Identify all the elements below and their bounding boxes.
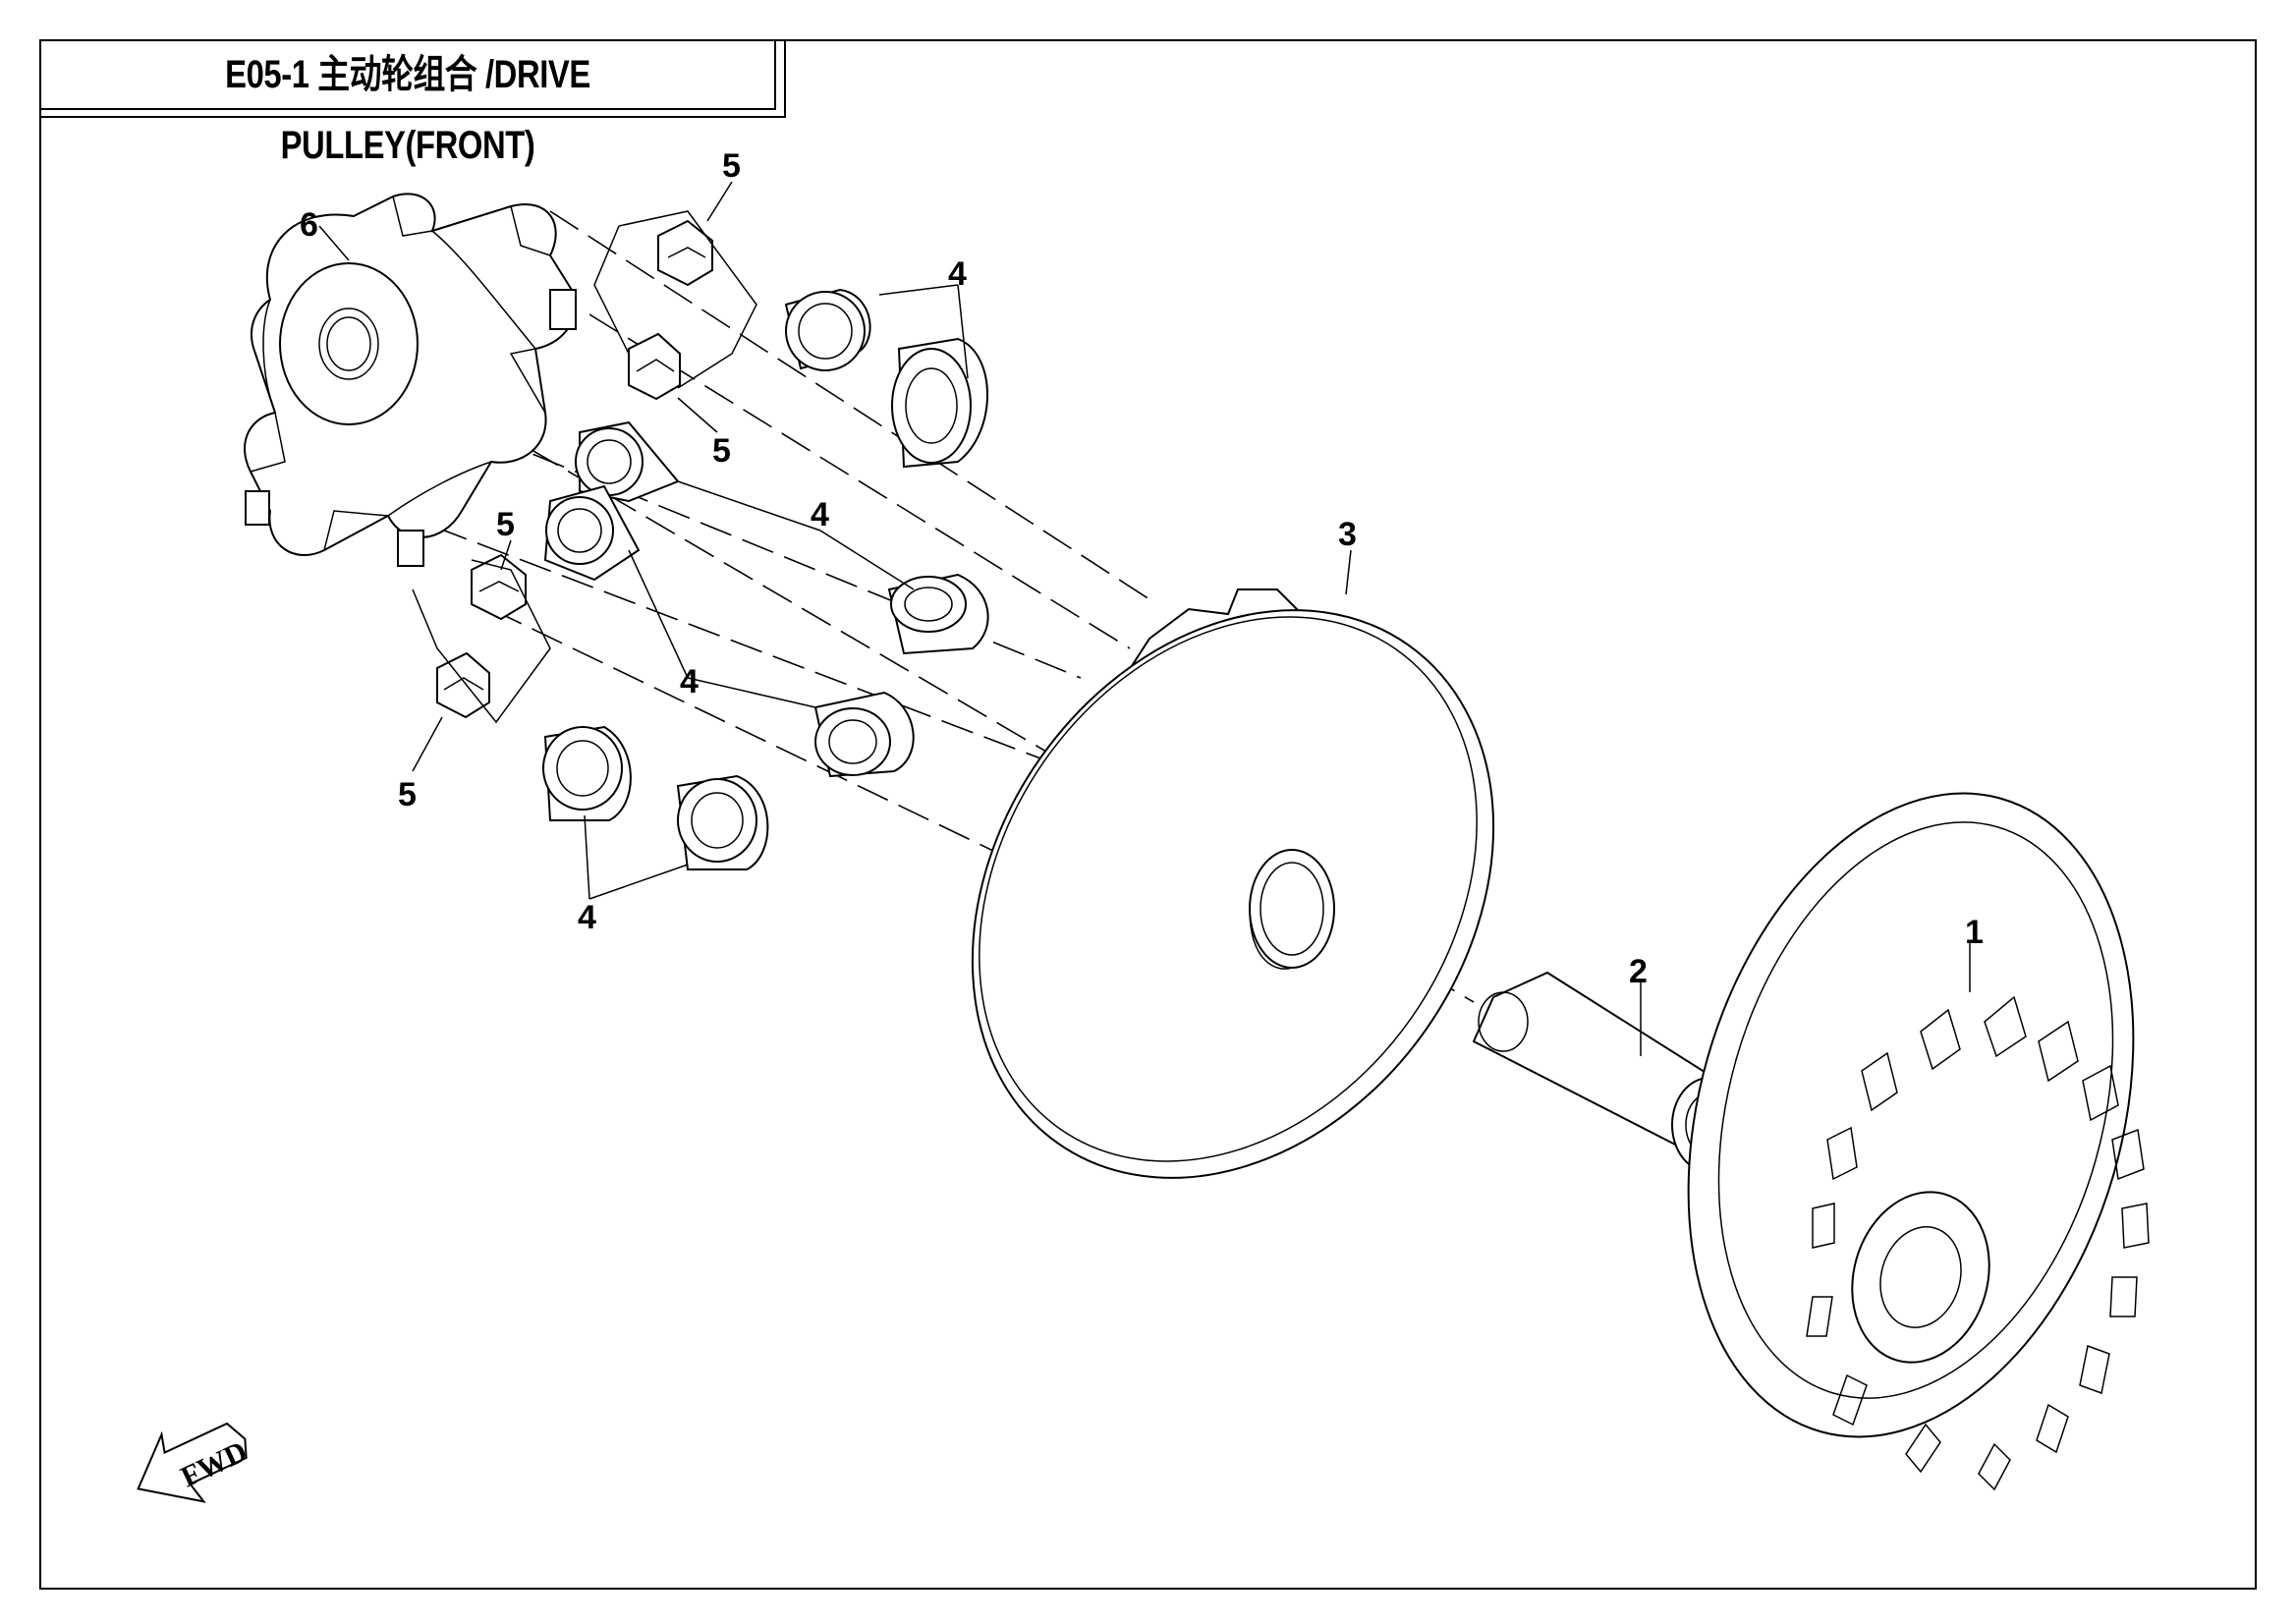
drawing-frame (39, 39, 2257, 1590)
callout-1: 1 (1965, 914, 1984, 951)
part-4-roller-7 (542, 725, 632, 821)
part-4-roller-6 (813, 691, 915, 778)
fan-blades (1806, 995, 2150, 1491)
part-5-slider-1 (657, 219, 713, 287)
part-4-roller-2 (891, 337, 988, 469)
fwd-arrow-icon: FWD (137, 1422, 252, 1503)
callout-5-lower: 5 (496, 506, 515, 543)
part-5-bracket-lines (412, 210, 757, 724)
part-6-spider-ramp-plate (244, 193, 577, 567)
callout-5-top: 5 (722, 147, 741, 185)
part-5-slider-4 (436, 651, 490, 719)
part-4-roller-5 (887, 573, 989, 655)
part-5-slider-2 (628, 332, 681, 401)
part-4-roller-3 (575, 420, 680, 503)
callout-5-bottom: 5 (398, 776, 417, 813)
callout-leader-lines (318, 181, 1971, 1056)
part-4-roller-4 (543, 484, 641, 582)
title-block: E05-1 主动轮组合 /DRIVE PULLEY(FRONT) (39, 39, 786, 167)
callout-6: 6 (300, 206, 318, 244)
callout-4-lower: 4 (680, 663, 699, 700)
page-title: E05-1 主动轮组合 /DRIVE PULLEY(FRONT) (225, 53, 590, 167)
callout-4-upper: 4 (948, 255, 967, 293)
callout-4-bottom: 4 (578, 899, 596, 936)
title-block-inner: E05-1 主动轮组合 /DRIVE PULLEY(FRONT) (39, 39, 776, 167)
callout-3: 3 (1338, 516, 1357, 553)
callout-2: 2 (1629, 953, 1648, 990)
callout-labels: 1 2 3 4 4 4 4 5 5 5 5 6 (300, 147, 1984, 990)
part-3-movable-sheave (971, 588, 1495, 1179)
callout-4-middle: 4 (811, 496, 829, 533)
part-1-fixed-sheave (1687, 792, 2150, 1491)
part-4-roller-8 (676, 774, 769, 870)
part-5-slider-3 (471, 553, 527, 621)
callout-5-upper: 5 (712, 432, 731, 470)
part-4-roller-1 (784, 288, 871, 371)
